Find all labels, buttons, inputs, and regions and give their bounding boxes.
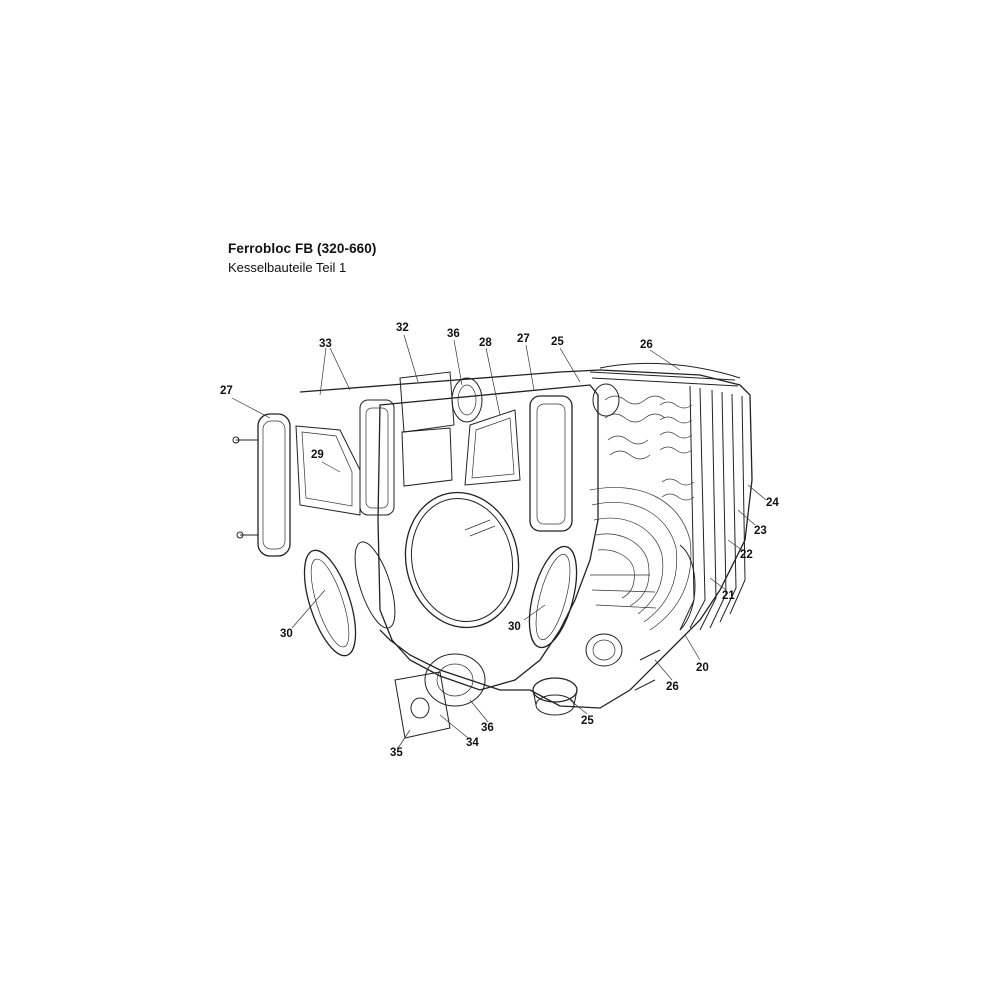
callout-21: 21: [722, 590, 735, 602]
callout-22: 22: [740, 549, 753, 561]
bottom-parts: [394, 649, 661, 739]
callout-23: 23: [754, 525, 767, 537]
callout-26-bottom: 26: [666, 681, 679, 693]
callout-32: 32: [396, 322, 409, 334]
callout-26-top: 26: [640, 339, 653, 351]
boiler-body: [299, 362, 753, 709]
callout-30-right: 30: [508, 621, 521, 633]
callout-25-top: 25: [551, 336, 564, 348]
callout-labels: 33 32 36 28 27 25 26 27 29 24 23 22 21 3…: [220, 322, 779, 759]
callout-27-left: 27: [220, 385, 233, 397]
callout-35: 35: [390, 747, 403, 759]
callout-29: 29: [311, 449, 324, 461]
callout-27-right: 27: [517, 333, 530, 345]
cleaning-covers: [232, 371, 578, 657]
callout-24: 24: [766, 497, 779, 509]
callout-25-bottom: 25: [581, 715, 594, 727]
diagram-title: Ferrobloc FB (320-660): [228, 241, 377, 256]
callout-20: 20: [696, 662, 709, 674]
callout-33: 33: [319, 338, 332, 350]
burner-opening: [404, 491, 520, 629]
callout-36-top: 36: [447, 328, 460, 340]
callout-28: 28: [479, 337, 492, 349]
callout-36-bottom: 36: [481, 722, 494, 734]
callout-34: 34: [466, 737, 479, 749]
callout-30-left: 30: [280, 628, 293, 640]
combustion-chamber: [585, 383, 696, 667]
diagram-subtitle: Kesselbauteile Teil 1: [228, 260, 347, 275]
leader-lines: [231, 334, 767, 749]
